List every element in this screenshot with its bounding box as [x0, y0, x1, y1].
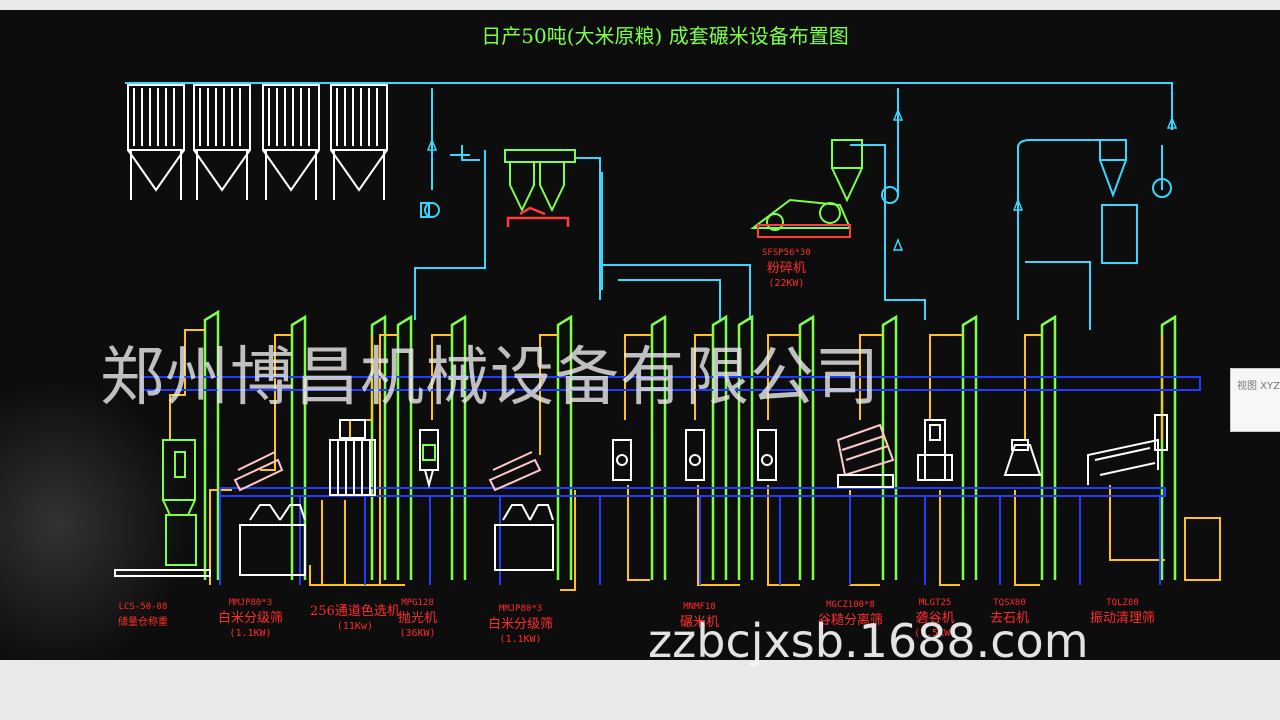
- caption-husker: MLGT25 砻谷机 (7.5KW): [914, 596, 956, 641]
- caption-name: 去石机: [990, 611, 1030, 626]
- silo-2: [193, 84, 251, 200]
- machine-husker: [917, 419, 953, 481]
- machine-grader-1: [233, 451, 306, 576]
- caption-model: TQSX80: [993, 598, 1026, 608]
- caption-name: 碾米机: [680, 615, 720, 630]
- caption-model: LCS-50-08: [118, 602, 168, 612]
- machine-vibro-cleaner: [1087, 414, 1168, 485]
- caption-name: 储量仓称重: [118, 617, 168, 628]
- machine-color-sorter: [329, 419, 376, 496]
- url-watermark: zzbcjxsb.1688.com: [648, 614, 1089, 668]
- caption-power: (1.1KW): [499, 634, 542, 645]
- machine-whitener-2: [685, 429, 705, 481]
- diagram-title: 日产50吨(大米原粮) 成套碾米设备布置图: [481, 24, 849, 48]
- caption-model: MGCZ100*8: [826, 600, 875, 610]
- caption-name: 白米分级筛: [488, 617, 554, 632]
- caption-model: MMJP80*3: [498, 604, 543, 614]
- caption-grader-1: MMJP80*3 白米分级筛 (1.1KW): [218, 596, 283, 641]
- caption-scale-bin: LCS-50-08 储量仓称重: [118, 600, 168, 630]
- caption-name: 白米分级筛: [218, 611, 284, 626]
- air-pipes: [125, 82, 1173, 330]
- company-watermark: 郑州博昌机械设备有限公司: [100, 341, 880, 415]
- caption-model: MMJP80*3: [228, 598, 273, 608]
- caption-power: (1.1KW): [229, 628, 272, 639]
- bucket-elevators: [203, 309, 1177, 580]
- caption-name: 振动清理筛: [1090, 611, 1156, 626]
- caption-model: MNMF18: [683, 602, 716, 612]
- caption-destoner: TQSX80 去石机: [990, 596, 1029, 626]
- caption-model: SFSP56*30: [762, 248, 811, 258]
- pipe-arrows: [426, 107, 1178, 251]
- caption-color-sorter: 256通道色选机 (11Kw): [310, 604, 400, 634]
- caption-grader-2: MMJP80*3 白米分级筛 (1.1KW): [488, 602, 553, 647]
- dust-bin: [1099, 139, 1138, 264]
- machine-polisher: [419, 429, 439, 489]
- caption-model: MLGT25: [918, 598, 952, 608]
- caption-name: 256通道色选机: [310, 604, 400, 619]
- caption-name: 粉碎机: [766, 261, 806, 276]
- caption-power: (36KW): [399, 628, 436, 639]
- machine-whitener-3: [757, 429, 777, 481]
- caption-paddy-separator: MGCZ100*8 谷糙分离筛: [818, 598, 883, 628]
- fans: [420, 178, 1172, 218]
- machine-destoner: [1003, 439, 1042, 476]
- cyclone-supports: [506, 206, 570, 227]
- view-panel[interactable]: 视图 XYZ: [1230, 368, 1280, 432]
- screen-glare: [0, 380, 190, 670]
- caption-name: 砻谷机: [915, 611, 955, 626]
- storage-silos: [127, 84, 388, 200]
- silo-4: [330, 84, 388, 200]
- silo-3: [262, 84, 320, 200]
- machine-hammer-mill: [757, 224, 851, 238]
- caption-name: 抛光机: [398, 611, 438, 626]
- silo-1: [127, 84, 185, 200]
- caption-name: 谷糙分离筛: [818, 613, 884, 628]
- cyclones: [504, 139, 863, 231]
- machine-paddy-separator: [836, 423, 895, 488]
- caption-polisher: MPG128 抛光机 (36KW): [398, 596, 437, 641]
- machine-grader-2: [488, 451, 554, 571]
- caption-whitener: MNMF18 碾米机: [680, 600, 719, 630]
- caption-power: (11Kw): [336, 621, 373, 632]
- caption-power: (22KW): [768, 278, 805, 289]
- caption-model: MPG128: [401, 598, 434, 608]
- caption-power: (7.5KW): [914, 628, 957, 639]
- view-panel-label: 视图 XYZ: [1237, 381, 1280, 392]
- caption-hammer-mill: SFSP56*30 粉碎机 (22KW): [762, 246, 811, 291]
- platform-beams: [141, 376, 1201, 585]
- caption-vibro-cleaner: TQLZ80 振动清理筛: [1090, 596, 1155, 626]
- machine-whitener-1: [612, 439, 632, 481]
- machine-scale-bin: [114, 439, 211, 577]
- machines: [114, 224, 1168, 577]
- caption-model: TQLZ80: [1106, 598, 1139, 608]
